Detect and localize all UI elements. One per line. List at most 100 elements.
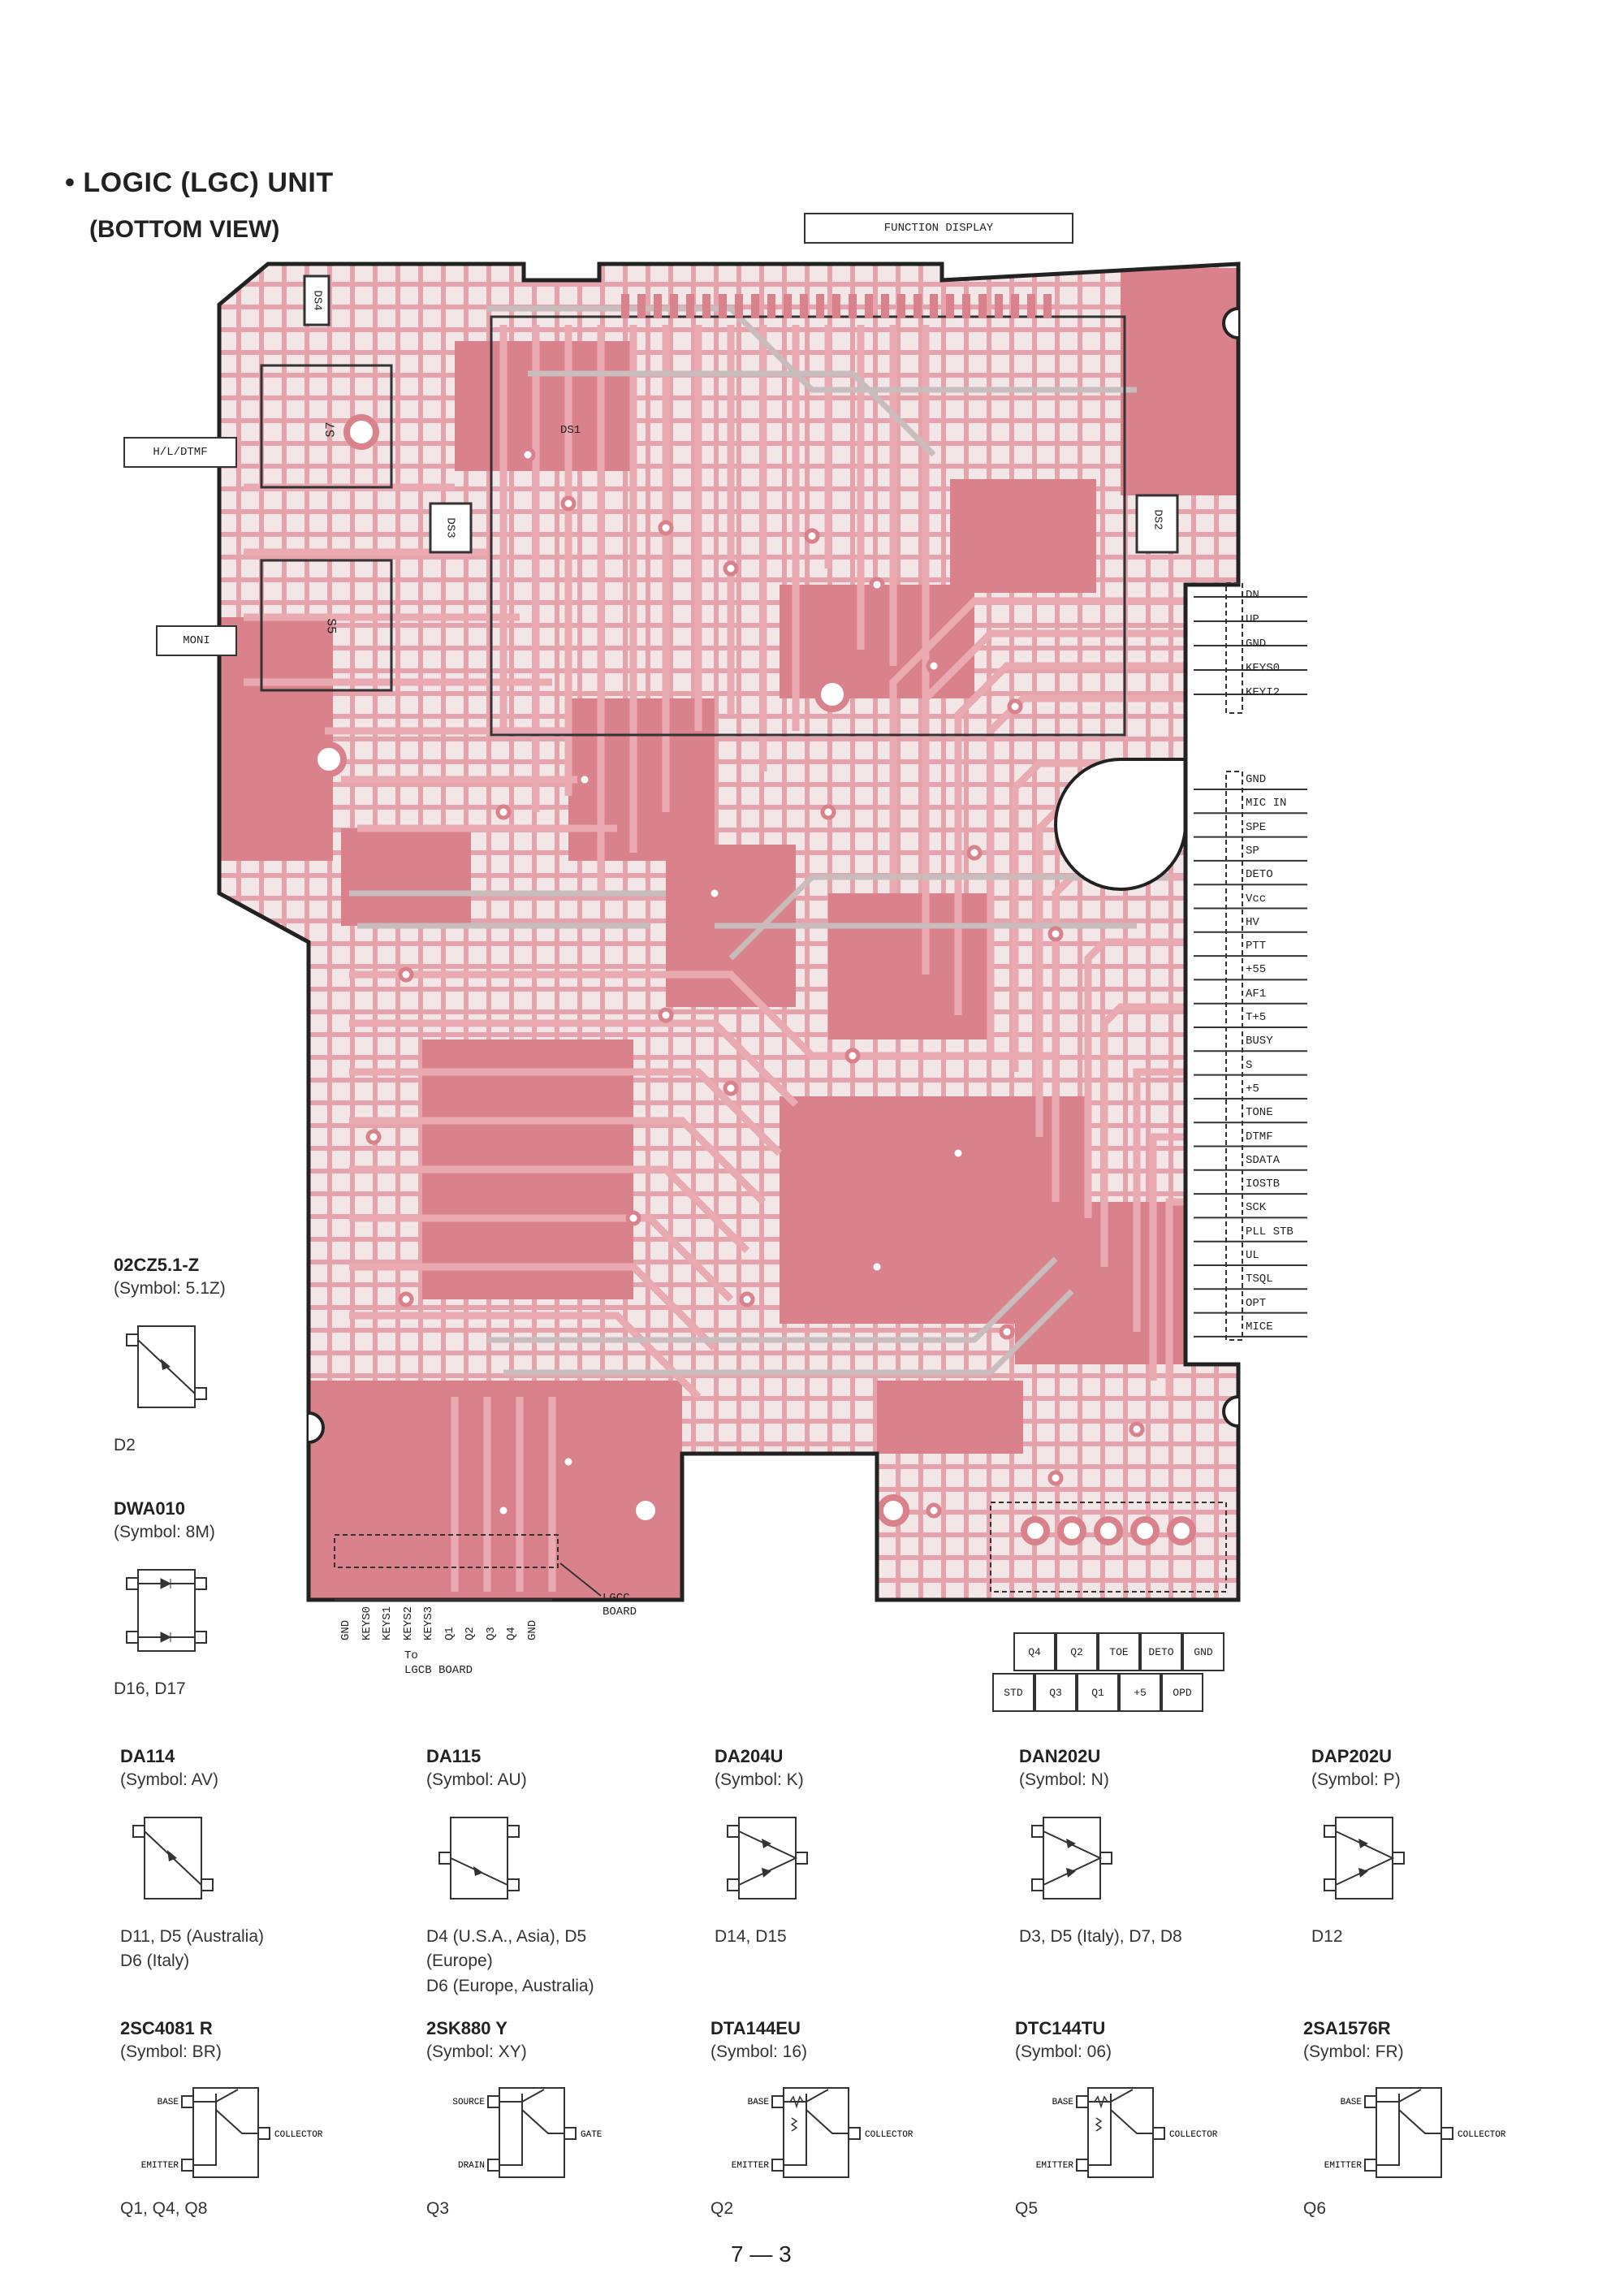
component-part-number: 02CZ5.1-Z [114, 1255, 200, 1275]
to-lgcb-board-label: To LGCB BOARD [404, 1649, 473, 1678]
component-refs: Q2 [710, 2199, 734, 2218]
right-pin-label: TONE [1246, 1106, 1273, 1120]
right-pin-label: +5 [1246, 1082, 1259, 1096]
right-connector-main [1225, 771, 1243, 1341]
right-pin-label: T+5 [1246, 1011, 1267, 1024]
bottom-pin-label: Q4 [505, 1627, 518, 1640]
ds4-label: DS4 [310, 290, 324, 311]
component-refs: D12 [1311, 1927, 1343, 1946]
component-part-number: DAN202U [1019, 1746, 1101, 1766]
right-pin-label: PTT [1246, 940, 1267, 953]
component-part-number: DWA010 [114, 1498, 186, 1519]
component-part-number: DA204U [715, 1746, 784, 1766]
right-pin-label: TSQL [1246, 1273, 1273, 1286]
connector-pin-cell: DETO [1140, 1632, 1182, 1671]
right-pin-label: HV [1246, 915, 1259, 929]
s7-label: S7 [323, 421, 339, 438]
component-symbol: (Symbol: 5.1Z) [114, 1279, 226, 1298]
svg-text:COLLECTOR: COLLECTOR [274, 2130, 323, 2140]
bottom-connector [334, 1534, 559, 1568]
component-entry: DA114(Symbol: AV)D11, D5 (Australia) D6 … [120, 1746, 339, 1974]
right-pin-label: BUSY [1246, 1035, 1273, 1048]
right-pin-label: MICE [1246, 1320, 1273, 1333]
component-refs: Q3 [426, 2199, 450, 2218]
right-pin-label: DETO [1246, 868, 1273, 882]
right-pin-label: SCK [1246, 1201, 1267, 1215]
component-refs: Q5 [1015, 2199, 1039, 2218]
bottom-pin-label: Q3 [484, 1627, 498, 1640]
component-package-icon [114, 1562, 333, 1667]
svg-text:EMITTER: EMITTER [1036, 2161, 1074, 2171]
function-display-label: FUNCTION DISPLAY [804, 213, 1073, 244]
component-package-icon [114, 1318, 333, 1424]
svg-text:COLLECTOR: COLLECTOR [1169, 2130, 1218, 2140]
component-symbol: (Symbol: N) [1019, 1770, 1109, 1789]
svg-text:EMITTER: EMITTER [1324, 2161, 1363, 2171]
switch-s7-outline [260, 364, 393, 489]
moni-label: MONI [156, 625, 237, 656]
component-entry: DAN202U (Symbol: N) D3, D5 (Italy), D7, D8 [1019, 1746, 1238, 1949]
component-part-number: 2SK880 Y [426, 2018, 508, 2038]
right-pin-label: UP [1246, 613, 1259, 626]
svg-text:BASE: BASE [1341, 2098, 1363, 2107]
component-refs: Q1, Q4, Q8 [120, 2199, 208, 2218]
component-refs: D11, D5 (Australia) D6 (Italy) [120, 1927, 265, 1971]
component-package-icon [426, 1809, 646, 1915]
svg-text:BASE: BASE [748, 2098, 770, 2107]
right-pin-label: GND [1246, 773, 1267, 786]
svg-text:EMITTER: EMITTER [732, 2161, 770, 2171]
component-symbol: (Symbol: AU) [426, 1770, 527, 1789]
component-symbol: (Symbol: K) [715, 1770, 804, 1789]
connector-pin-cell: Q4 [1013, 1632, 1056, 1671]
component-entry: DAP202U(Symbol: P)D12 [1311, 1746, 1531, 1949]
component-package-icon [120, 1809, 339, 1915]
component-refs: D16, D17 [114, 1679, 186, 1698]
bottom-pin-label: GND [525, 1619, 539, 1640]
component-symbol: (Symbol: XY) [426, 2042, 527, 2061]
component-refs: Q6 [1303, 2199, 1327, 2218]
component-symbol: (Symbol: BR) [120, 2042, 222, 2061]
ds4-outline [303, 274, 330, 326]
ds2-label: DS2 [1151, 509, 1164, 530]
board-outline [217, 261, 1241, 1602]
right-pin-label: IOSTB [1246, 1178, 1281, 1191]
display-pads [621, 294, 1052, 318]
component-symbol: (Symbol: FR) [1303, 2042, 1404, 2061]
right-connector-top [1225, 582, 1243, 714]
component-refs: D3, D5 (Italy), D7, D8 [1019, 1927, 1182, 1946]
right-pin-label: UL [1246, 1249, 1259, 1262]
component-entry: 02CZ5.1-Z (Symbol: 5.1Z) D2 [114, 1255, 333, 1458]
right-pin-label: Vcc [1246, 892, 1267, 905]
ds3-outline [429, 502, 473, 554]
right-pin-label: S [1246, 1058, 1253, 1072]
right-pin-label: KEYI2 [1246, 686, 1281, 699]
bottom-pin-label: KEYS3 [422, 1606, 435, 1640]
component-refs: D4 (U.S.A., Asia), D5 (Europe) D6 (Europ… [426, 1927, 594, 1995]
connector-pin-cell: STD [992, 1673, 1034, 1712]
connector-pin-cell: GND [1182, 1632, 1224, 1671]
connector-pin-cell: +5 [1119, 1673, 1161, 1712]
component-entry: DA115(Symbol: AU)D4 (U.S.A., Asia), D5 (… [426, 1746, 646, 1999]
component-entry: DWA010(Symbol: 8M)D16, D17 [114, 1498, 333, 1701]
lgcc-board-label: LGCC BOARD [603, 1592, 637, 1619]
ds3-label: DS3 [443, 517, 457, 538]
component-symbol: (Symbol: 16) [710, 2042, 808, 2061]
battery-cutout [1054, 758, 1187, 891]
page-number: 7 — 3 [731, 2241, 792, 2267]
connector-pin-cell: Q2 [1056, 1632, 1098, 1671]
component-package-icon [715, 1809, 934, 1915]
right-pin-label: +55 [1246, 963, 1267, 977]
bottom-pin-label: GND [339, 1619, 352, 1640]
component-refs: D2 [114, 1436, 136, 1454]
component-package-icon [1311, 1809, 1531, 1915]
lower-right-connector [990, 1502, 1227, 1593]
svg-text:BASE: BASE [158, 2098, 179, 2107]
